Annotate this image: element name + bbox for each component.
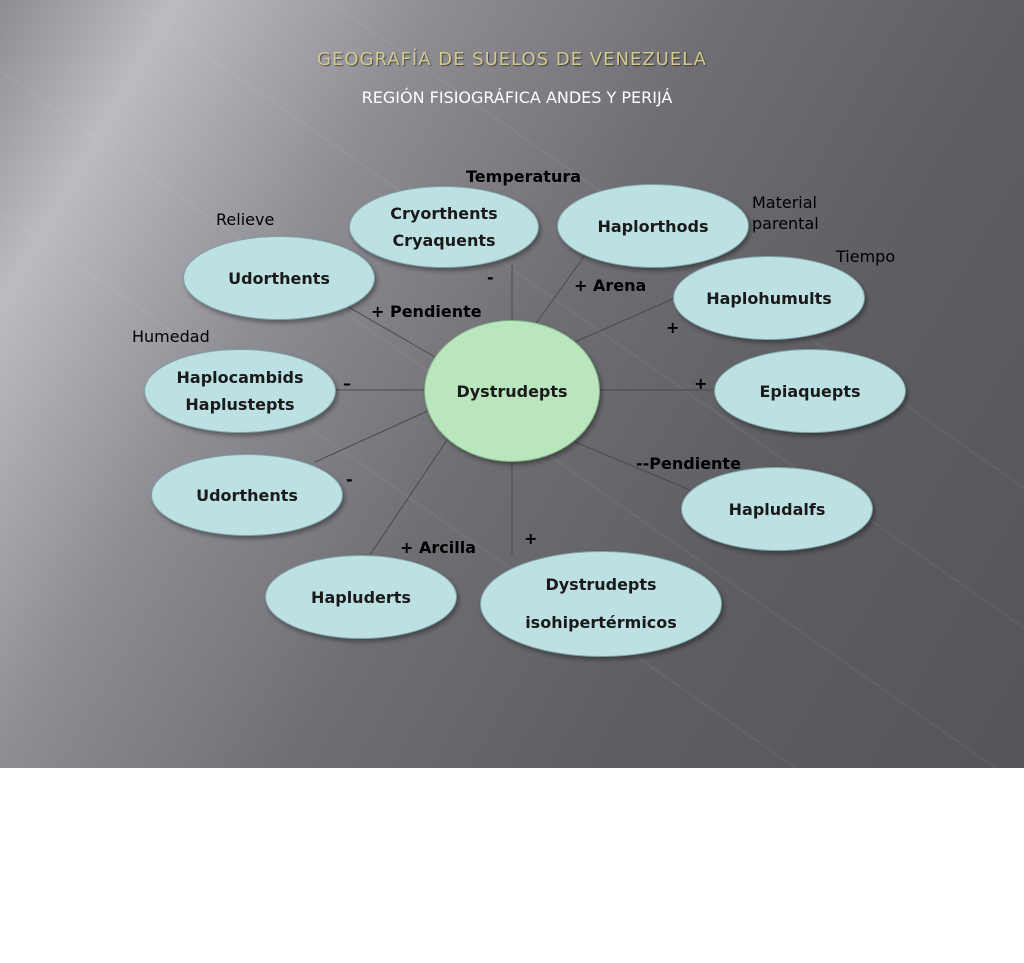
factor-material-line-1: Material (752, 193, 817, 212)
node-epiaquepts: Epiaquepts (714, 349, 906, 433)
node-hapluderts: Hapluderts (265, 555, 457, 639)
connector-udorthents-bottom (314, 409, 431, 463)
edge-label-minus-top: - (487, 268, 494, 287)
node-udorthents-bottom: Udorthents (151, 454, 343, 536)
factor-material-line-2: parental (752, 214, 819, 233)
node-udorthents-bottom-label: Udorthents (196, 485, 298, 505)
node-dystrudepts-isohipertermicos: Dystrudepts isohipertérmicos (480, 551, 722, 657)
node-hapludalfs-label: Hapludalfs (728, 499, 826, 519)
edge-label-plus-bottom: + (524, 529, 538, 548)
node-haplocambids-line-2: Haplustepts (185, 395, 295, 414)
edge-label-arcilla-plus: + Arcilla (400, 538, 476, 557)
edge-label-pendiente-plus: + Pendiente (371, 302, 482, 321)
node-cryorthents-line-1: Cryorthents (390, 204, 498, 223)
node-haplorthods-label: Haplorthods (597, 216, 709, 236)
node-haplohumults: Haplohumults (673, 256, 865, 340)
node-dystrudepts-center-label: Dystrudepts (456, 381, 568, 401)
node-dystrudepts-center: Dystrudepts (424, 320, 600, 462)
node-epiaquepts-label: Epiaquepts (759, 381, 861, 401)
edge-label-plus-right: + (694, 374, 708, 393)
node-haplocambids-line-1: Haplocambids (176, 368, 304, 387)
edge-label-plus-tiempo: + (666, 318, 680, 337)
node-cryorthents-line-2: Cryaquents (392, 231, 496, 250)
node-haplohumults-label: Haplohumults (706, 288, 832, 308)
node-hapludalfs: Hapludalfs (681, 467, 873, 551)
node-hapluderts-label: Hapluderts (311, 587, 411, 607)
factor-material-parental: Material parental (752, 192, 819, 234)
edge-label-arena-plus: + Arena (574, 276, 647, 295)
connector-hapluderts (369, 439, 448, 556)
slide-title: GEOGRAFÍA DE SUELOS DE VENEZUELA (317, 49, 707, 70)
connector-hapludalfs (569, 439, 691, 491)
node-dystrudepts-iso-line-1: Dystrudepts (545, 575, 657, 594)
node-udorthents-top: Udorthents (183, 236, 375, 320)
node-cryorthents: Cryorthents Cryaquents (349, 186, 539, 268)
factor-tiempo: Tiempo (836, 247, 896, 266)
node-haplocambids: Haplocambids Haplustepts (144, 349, 336, 433)
edge-label-minus-lower: - (346, 470, 353, 489)
connector-haplorthods (534, 254, 586, 326)
node-dystrudepts-iso-line-2: isohipertérmicos (525, 613, 677, 632)
connector-udorthents-top (344, 304, 441, 361)
factor-relieve: Relieve (216, 210, 275, 229)
node-haplorthods: Haplorthods (557, 184, 749, 268)
edge-label-minus-left: – (343, 374, 351, 393)
factor-humedad: Humedad (132, 327, 210, 346)
factor-temperatura: Temperatura (466, 167, 582, 186)
node-udorthents-top-label: Udorthents (228, 268, 330, 288)
connector-haplohumults (574, 297, 676, 343)
slide-subtitle: REGIÓN FISIOGRÁFICA ANDES Y PERIJÁ (361, 88, 673, 107)
connector-lines (314, 254, 715, 556)
edge-label-pendiente-minus: --Pendiente (636, 454, 741, 473)
